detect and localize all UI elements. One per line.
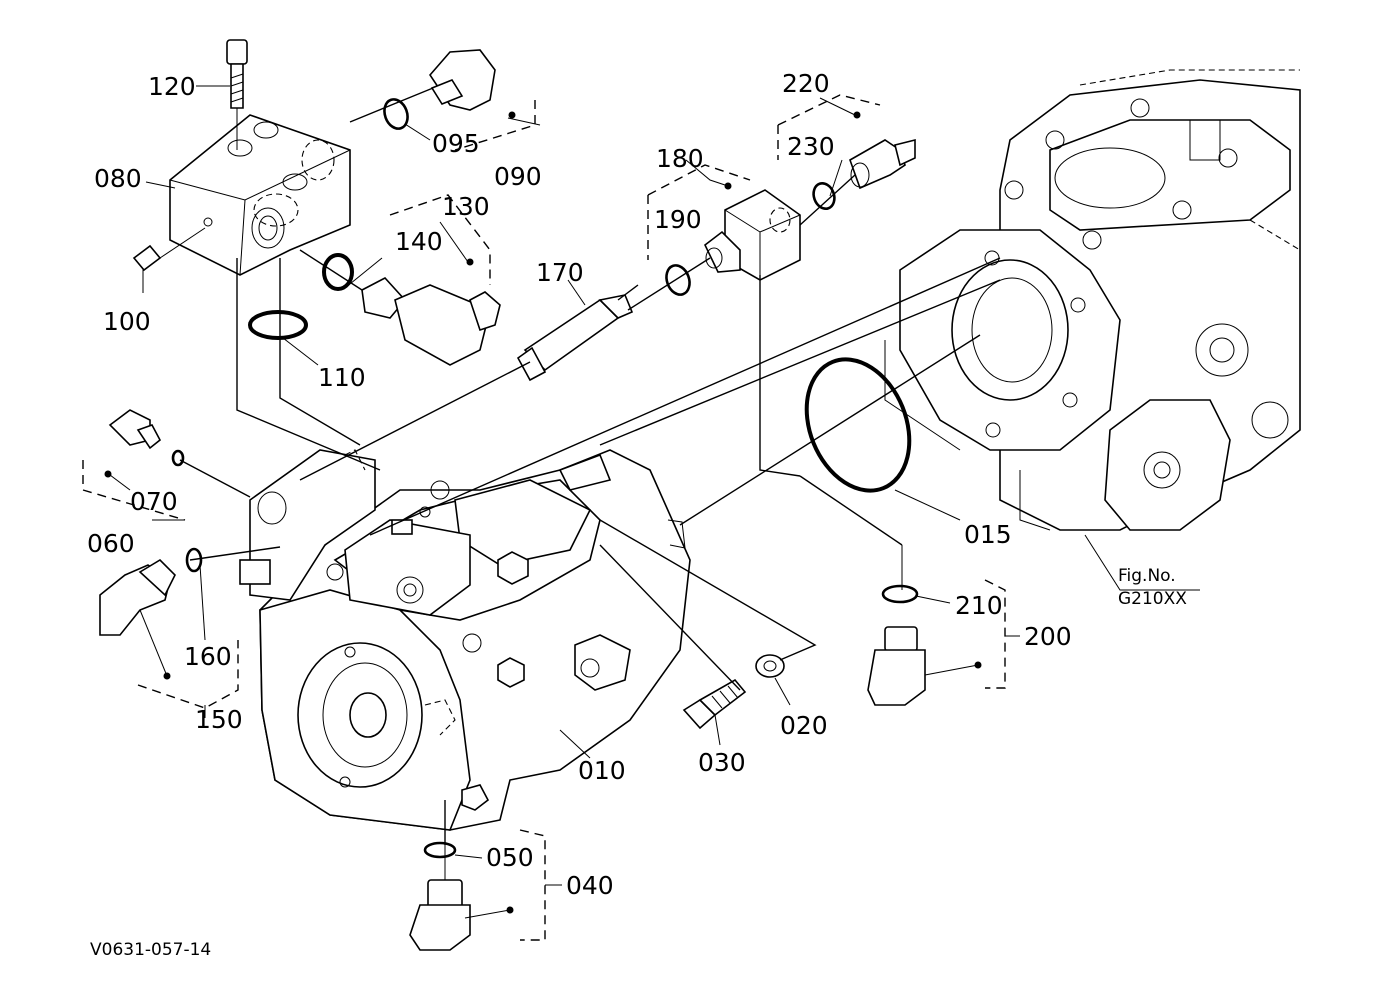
elbow-fitting-200 (867, 545, 926, 706)
elbow-fitting-130 (361, 277, 501, 366)
callout-140: 140 (395, 227, 443, 256)
fitting-220 (849, 138, 916, 190)
figure-reference: Fig.No. G210XX (1118, 566, 1187, 609)
callout-210: 210 (955, 591, 1003, 620)
o-ring-140 (322, 253, 354, 291)
o-ring-050 (423, 841, 457, 859)
plug-090 (428, 49, 496, 111)
drawing-code: V0631-057-14 (90, 940, 211, 960)
callout-130: 130 (442, 192, 490, 221)
valve-block-180 (703, 189, 801, 281)
callout-040: 040 (566, 871, 614, 900)
callout-110: 110 (318, 363, 366, 392)
callout-030: 030 (698, 748, 746, 777)
group-brackets (82, 94, 1006, 941)
callout-070: 070 (130, 487, 178, 516)
fig-no-value: G210XX (1118, 589, 1187, 609)
o-ring-070 (171, 449, 185, 467)
screw-030 (682, 678, 747, 730)
o-ring-110 (248, 310, 308, 340)
callout-150: 150 (195, 705, 243, 734)
callout-170: 170 (536, 258, 584, 287)
callout-095: 095 (432, 129, 480, 158)
callout-160: 160 (184, 642, 232, 671)
hydraulic-pump-010 (239, 449, 691, 831)
washer-020 (755, 654, 785, 678)
callout-120: 120 (148, 72, 196, 101)
callout-200: 200 (1024, 622, 1072, 651)
callout-060: 060 (87, 529, 135, 558)
leader-dots (104, 111, 982, 914)
callout-080: 080 (94, 164, 142, 193)
callout-180: 180 (656, 144, 704, 173)
cartridge-170 (516, 294, 634, 382)
elbow-fitting-150 (99, 558, 176, 636)
elbow-fitting-040 (409, 845, 471, 951)
o-ring-210 (881, 584, 919, 604)
callout-050: 050 (486, 843, 534, 872)
set-screw-100 (132, 227, 206, 272)
o-ring-095 (383, 98, 409, 130)
o-ring-190 (665, 264, 691, 296)
callout-220: 220 (782, 69, 830, 98)
bolt-120 (226, 39, 248, 150)
o-ring-015 (804, 357, 912, 493)
fitting-060 (108, 409, 162, 450)
assembly-lines (179, 87, 1001, 845)
callout-020: 020 (780, 711, 828, 740)
o-ring-160 (185, 547, 203, 573)
valve-block-080 (169, 114, 351, 276)
callout-230: 230 (787, 132, 835, 161)
callout-100: 100 (103, 307, 151, 336)
callout-labels: 120 080 100 110 140 130 095 090 170 180 … (87, 69, 1072, 900)
callout-015: 015 (964, 520, 1012, 549)
callout-090: 090 (494, 162, 542, 191)
transmission-housing-reference (884, 69, 1301, 531)
leader-lines (109, 85, 1200, 919)
o-ring-230 (812, 182, 836, 210)
callout-010: 010 (578, 756, 626, 785)
callout-190: 190 (654, 205, 702, 234)
fig-no-label: Fig.No. (1118, 566, 1176, 586)
